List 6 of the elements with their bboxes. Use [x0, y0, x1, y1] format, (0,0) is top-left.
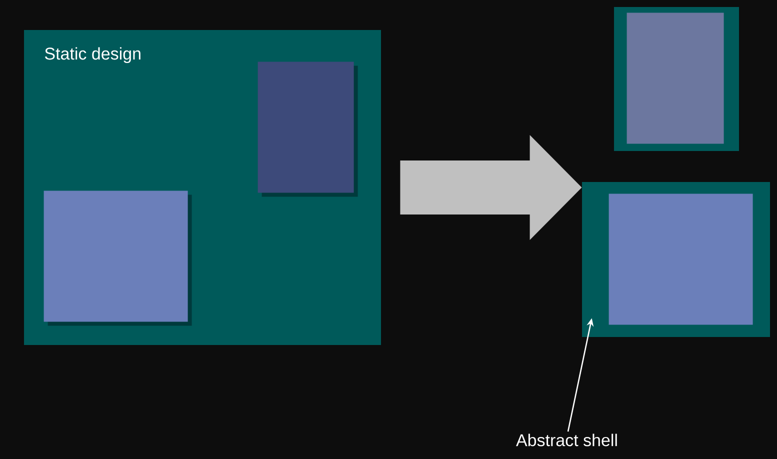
content-block: [44, 190, 192, 326]
content-block: [626, 12, 724, 144]
block-arrow: [400, 135, 582, 240]
callout-text: Abstract shell: [516, 434, 617, 446]
content-block: [608, 194, 753, 325]
content-block: [258, 62, 358, 197]
